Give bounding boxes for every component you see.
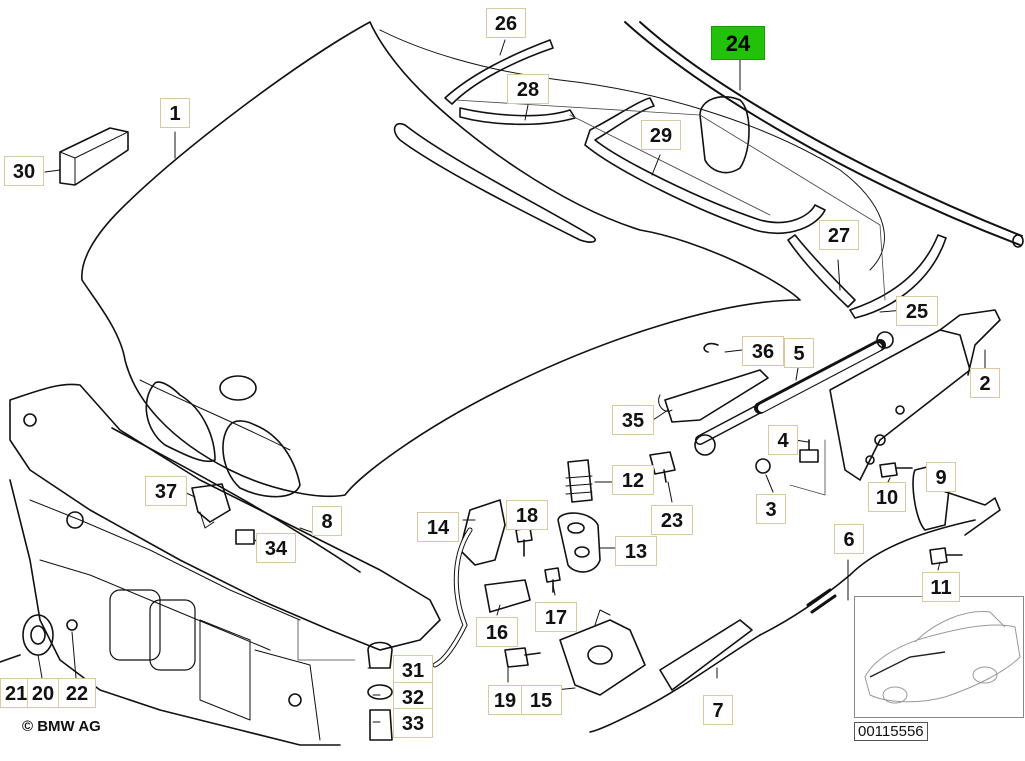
callout-37: 37 [145, 476, 187, 506]
clip-part-30 [59, 127, 129, 186]
lock-bracket-14 [432, 499, 531, 668]
callout-15: 15 [520, 685, 562, 715]
callout-9: 9 [926, 462, 956, 492]
callout-14: 14 [417, 512, 459, 542]
small-fasteners [703, 342, 826, 496]
lock-assembly [557, 459, 646, 696]
callout-8: 8 [312, 506, 342, 536]
callout-7: 7 [703, 695, 733, 725]
callout-31: 31 [393, 655, 433, 685]
front-carrier [9, 383, 441, 746]
callout-21: 21 [0, 678, 28, 708]
callout-28: 28 [507, 74, 549, 104]
callout-20: 20 [26, 678, 60, 708]
release-cable-7 [589, 619, 761, 733]
callout-1: 1 [160, 98, 190, 128]
callout-27: 27 [819, 220, 859, 250]
callout-13: 13 [615, 536, 657, 566]
bowden-cable-6 [759, 519, 976, 636]
callout-19: 19 [488, 685, 522, 715]
callout-11: 11 [922, 572, 960, 602]
hood-seals [444, 39, 947, 319]
callout-26: 26 [486, 8, 526, 38]
hood-panel [81, 21, 885, 498]
cable-sleeve [806, 588, 837, 614]
rubber-buffer-stack [297, 619, 393, 741]
bracket-part-37 [191, 483, 231, 529]
callout-16: 16 [476, 617, 518, 647]
callout-23: 23 [651, 505, 693, 535]
callout-17: 17 [535, 602, 577, 632]
callout-3: 3 [756, 494, 786, 524]
copyright-notice: © BMW AG [22, 718, 101, 735]
gas-strut-5 [694, 331, 894, 456]
callout-29: 29 [641, 120, 681, 150]
diagram-reference-number: 00115556 [854, 722, 928, 741]
callout-35: 35 [612, 405, 654, 435]
callout-10: 10 [868, 482, 906, 512]
callout-22: 22 [58, 678, 96, 708]
hood-hinge-2 [658, 309, 1001, 481]
callout-34: 34 [256, 533, 296, 563]
callout-32: 32 [393, 682, 433, 712]
callout-6: 6 [834, 524, 864, 554]
pad-part-34 [235, 529, 255, 545]
release-mechanism-9 [879, 462, 1001, 565]
car-outline-icon [864, 611, 1021, 704]
callout-5: 5 [784, 338, 814, 368]
callout-24-highlighted[interactable]: 24 [711, 26, 765, 60]
vehicle-thumbnail [854, 596, 1024, 718]
callout-25: 25 [896, 296, 938, 326]
callout-2: 2 [970, 368, 1000, 398]
callout-36: 36 [742, 336, 784, 366]
callout-30: 30 [4, 156, 44, 186]
callout-12: 12 [612, 465, 654, 495]
screws [504, 451, 676, 668]
buffer-parts [0, 614, 78, 663]
callout-18: 18 [506, 500, 548, 530]
callout-33: 33 [393, 708, 433, 738]
callout-4: 4 [768, 425, 798, 455]
windscreen-seal [624, 21, 1024, 248]
